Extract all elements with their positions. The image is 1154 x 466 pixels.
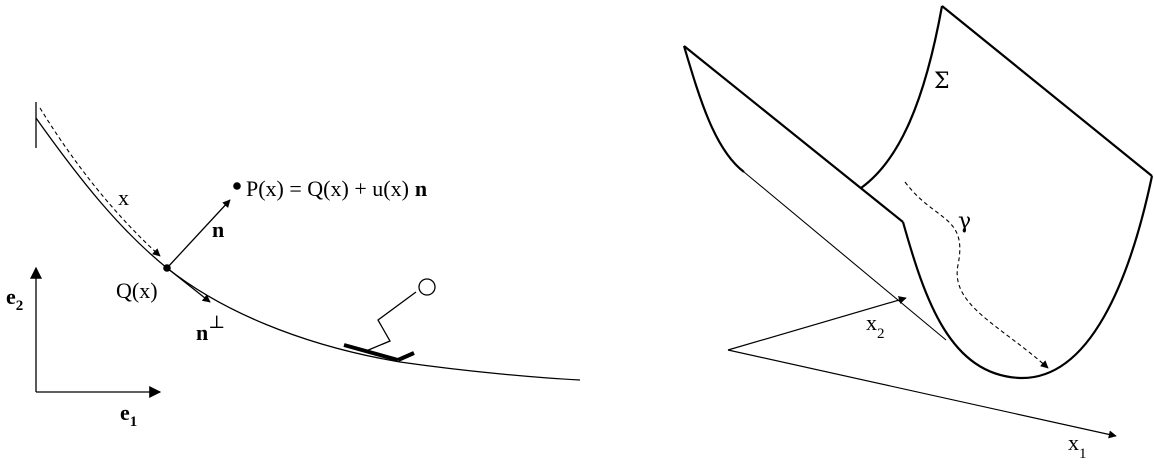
point-p-label: P(x) = Q(x) + u(x)n <box>246 176 427 201</box>
skier-body <box>365 291 417 352</box>
surface-back-rim <box>941 5 1153 177</box>
surface-back-wall <box>860 5 944 189</box>
surface-trough-profile <box>901 175 1154 380</box>
axis-x1-label: x1 <box>1068 430 1087 462</box>
axis-e1-label: e1 <box>120 400 137 430</box>
axis-x2-label: x2 <box>866 310 885 342</box>
normal-vector-label: n <box>212 217 224 242</box>
right-panel: x1 x2 Σ γ <box>682 5 1154 462</box>
point-p-n: n <box>415 176 427 201</box>
skier-head <box>418 278 436 296</box>
path-gamma-label: γ <box>958 209 971 234</box>
point-p <box>233 182 241 190</box>
arclength-arrow <box>39 107 161 257</box>
normal-vector <box>166 199 231 269</box>
tangent-vector <box>166 267 211 303</box>
slope-curve <box>35 117 581 381</box>
axis-x1 <box>727 349 1117 439</box>
left-panel: x Q(x) n P(x) = Q(x) + u(x)n n⊥ e1 e2 <box>6 102 581 430</box>
ski <box>343 343 399 362</box>
axis-x2 <box>727 296 907 351</box>
skier-figure <box>343 278 436 362</box>
ski-tip <box>397 351 415 362</box>
tangent-n: n <box>196 320 208 345</box>
surface-generator-line <box>743 171 947 341</box>
surface-sigma-label: Σ <box>934 69 950 94</box>
path-gamma <box>904 181 1049 369</box>
arclength-label: x <box>118 185 129 210</box>
point-q-label: Q(x) <box>116 278 158 303</box>
surface-front-rim <box>683 45 904 223</box>
axis-e2-label: e2 <box>6 284 23 314</box>
tangent-vector-label: n⊥ <box>196 312 225 345</box>
surface-near-edge <box>682 45 745 173</box>
point-p-formula: P(x) = Q(x) + u(x) <box>246 176 409 201</box>
tangent-perp: ⊥ <box>208 312 225 332</box>
